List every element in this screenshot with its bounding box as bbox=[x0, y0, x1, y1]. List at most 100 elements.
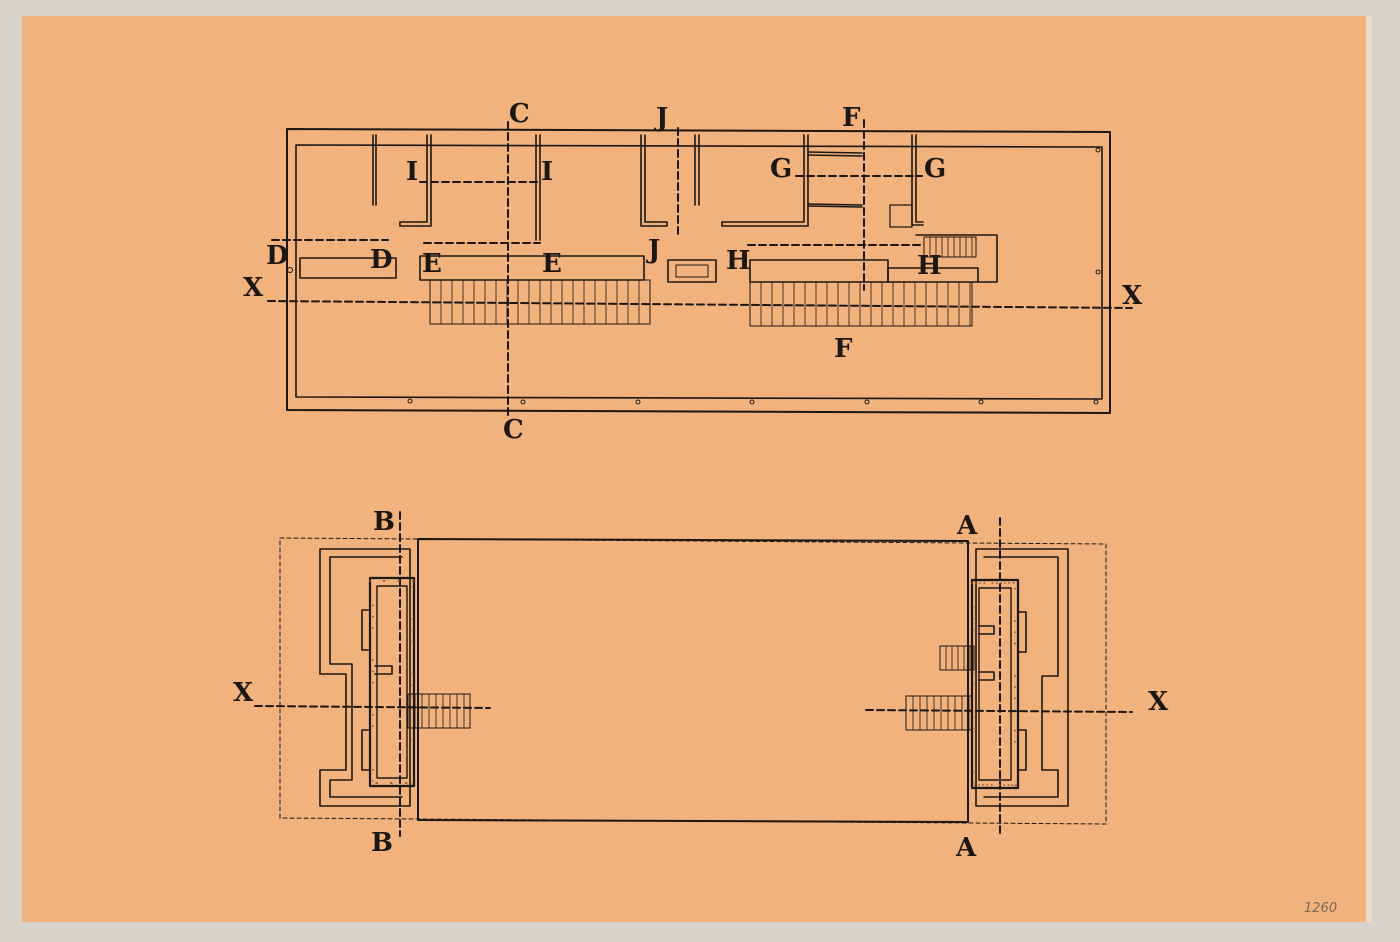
poche-dot bbox=[410, 640, 412, 643]
poche-dot bbox=[1014, 697, 1016, 700]
poche-dot bbox=[974, 672, 976, 675]
poche-dot bbox=[974, 716, 976, 718]
poche-dot bbox=[978, 784, 981, 786]
label-b-bottom: B bbox=[371, 828, 393, 858]
lower-section-lines bbox=[254, 511, 1133, 837]
label-a-top: A bbox=[956, 511, 978, 541]
upper-floor-plan bbox=[267, 119, 1133, 419]
stair-treads bbox=[414, 237, 973, 730]
label-d-left: D bbox=[266, 241, 289, 271]
label-f-top: F bbox=[842, 103, 861, 133]
paper-background bbox=[22, 16, 1370, 922]
poche-dot bbox=[372, 725, 374, 728]
lower-right-wing bbox=[970, 548, 1069, 807]
poche-dot bbox=[974, 782, 976, 784]
poche-dot bbox=[410, 727, 412, 730]
poche-dot bbox=[390, 782, 392, 784]
wall-poche bbox=[369, 580, 1018, 787]
label-c-top: C bbox=[509, 99, 530, 129]
lower-right-stair bbox=[905, 645, 975, 731]
poche-dot bbox=[410, 673, 412, 675]
poche-dot bbox=[372, 681, 374, 684]
section-line-x-lower bbox=[254, 705, 491, 709]
poche-dot bbox=[1014, 686, 1016, 688]
upper-outer-wall bbox=[286, 128, 1111, 414]
upper-column-dots bbox=[287, 147, 1101, 405]
poche-dot bbox=[986, 784, 989, 786]
poche-dot bbox=[411, 580, 414, 582]
section-line-x-upper bbox=[267, 300, 1133, 309]
poche-dot bbox=[1014, 587, 1016, 590]
poche-dot bbox=[1008, 582, 1011, 584]
poche-dot bbox=[410, 629, 412, 632]
poche-dot bbox=[974, 784, 976, 786]
lower-left-wing bbox=[319, 548, 416, 807]
poche-dot bbox=[974, 683, 976, 686]
upper-counters bbox=[299, 234, 998, 283]
upper-partitions bbox=[372, 134, 924, 241]
upper-stair-small bbox=[923, 236, 977, 258]
label-b-top: B bbox=[373, 507, 395, 537]
poche-dot bbox=[995, 582, 998, 584]
label-e-right: E bbox=[542, 249, 562, 279]
label-h-right: H bbox=[917, 251, 942, 281]
poche-dot bbox=[375, 782, 377, 784]
label-x-upper-left: X bbox=[243, 273, 264, 303]
label-c-bottom: C bbox=[503, 415, 524, 445]
poche-dot bbox=[979, 582, 981, 584]
poche-dot bbox=[1011, 784, 1013, 786]
upper-stair-right bbox=[749, 281, 973, 327]
poche-dot bbox=[998, 784, 1001, 786]
poche-dot bbox=[1000, 582, 1003, 584]
poche-dot bbox=[974, 770, 976, 773]
poche-dot bbox=[1014, 620, 1016, 622]
poche-dot bbox=[971, 582, 973, 584]
poche-dot bbox=[974, 727, 976, 730]
label-j-top: J bbox=[654, 103, 668, 133]
label-g-right: G bbox=[924, 154, 946, 184]
poche-dot bbox=[1014, 741, 1016, 743]
poche-dot bbox=[410, 684, 412, 686]
poche-dot bbox=[1014, 631, 1016, 634]
upper-inner-wall bbox=[295, 144, 1103, 400]
poche-dot bbox=[1003, 784, 1005, 786]
poche-dot bbox=[974, 606, 976, 609]
label-e-left: E bbox=[422, 249, 442, 279]
label-a-bottom: A bbox=[955, 833, 977, 863]
poche-dot bbox=[369, 580, 371, 582]
poche-dot bbox=[372, 659, 374, 662]
poche-dot bbox=[372, 604, 374, 607]
poche-dot bbox=[974, 628, 976, 631]
poche-dot bbox=[372, 670, 374, 673]
poche-dot bbox=[372, 714, 374, 716]
lower-dashed-boundary bbox=[279, 537, 1107, 825]
label-x-lower-left: X bbox=[233, 678, 254, 708]
lower-left-stair bbox=[407, 693, 471, 729]
poche-dot bbox=[1014, 642, 1016, 645]
poche-dot bbox=[372, 615, 374, 618]
lower-floor-plan bbox=[254, 511, 1133, 837]
poche-dot bbox=[372, 626, 374, 629]
poche-dot bbox=[974, 617, 976, 620]
poche-dot bbox=[372, 768, 374, 771]
poche-dot bbox=[410, 695, 412, 698]
poche-dot bbox=[1012, 582, 1015, 584]
poche-dot bbox=[982, 784, 984, 786]
label-h-left: H bbox=[726, 246, 751, 276]
label-g-left: G bbox=[770, 154, 792, 184]
poche-dot bbox=[1014, 784, 1016, 787]
upper-section-lines bbox=[267, 119, 1133, 419]
poche-dot bbox=[974, 582, 977, 584]
poche-dot bbox=[404, 782, 407, 784]
archive-number: 1260 bbox=[1304, 901, 1337, 916]
poche-dot bbox=[990, 784, 993, 786]
poche-dot bbox=[410, 618, 412, 620]
poche-dot bbox=[372, 780, 374, 782]
poche-dot bbox=[974, 661, 976, 664]
poche-dot bbox=[1014, 675, 1016, 677]
label-x-lower-right: X bbox=[1148, 687, 1169, 717]
poche-dot bbox=[410, 585, 412, 588]
label-f-bottom: F bbox=[834, 334, 853, 364]
label-i-right: I bbox=[541, 157, 553, 187]
